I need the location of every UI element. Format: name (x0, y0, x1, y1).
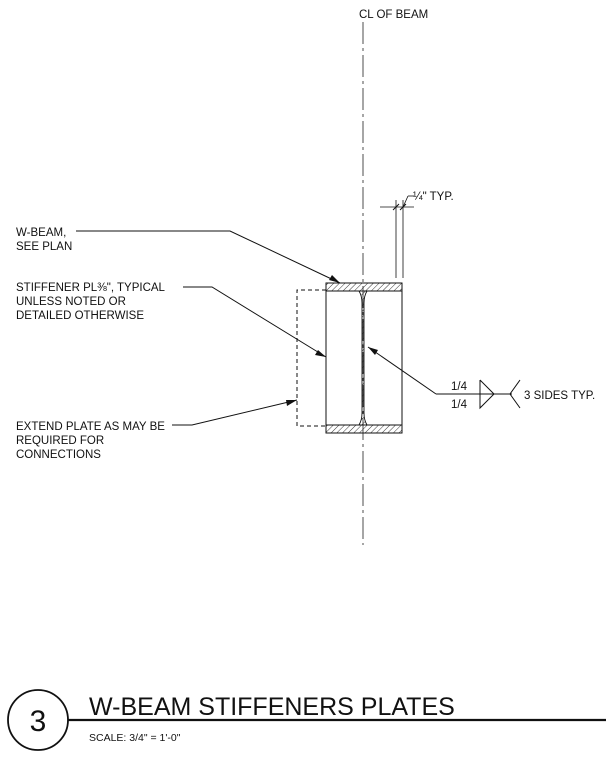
stiffener-leader (183, 286, 327, 358)
top-flange (325, 282, 403, 292)
extend-leader-arrow (286, 400, 297, 406)
w-beam-section (325, 282, 403, 434)
plate-thickness-dimension (380, 195, 414, 278)
web (358, 290, 368, 426)
w-beam-leader-arrow (329, 275, 340, 283)
stiffener-label-line3: DETAILED OTHERWISE (16, 310, 144, 322)
extend-label-line3: CONNECTIONS (16, 449, 101, 461)
extend-leader (172, 399, 298, 426)
stiffener-label-line2: UNLESS NOTED OR (16, 296, 126, 308)
w-beam-label-line1: W-BEAM, (16, 227, 66, 239)
weld-tail (509, 379, 521, 409)
stiffener-leader-arrow (315, 350, 326, 357)
extend-label-line2: REQUIRED FOR (16, 435, 104, 447)
bottom-flange (325, 424, 403, 434)
weld-size-top: 1/4 (451, 381, 468, 393)
weld-symbol (367, 346, 521, 410)
w-beam-label-line2: SEE PLAN (16, 241, 72, 253)
fillet-weld-symbol (479, 379, 495, 410)
weld-note: 3 SIDES TYP. (524, 390, 595, 402)
weld-size-bottom: 1/4 (451, 399, 468, 411)
extend-label-line1: EXTEND PLATE AS MAY BE (16, 421, 165, 433)
detail-scale: SCALE: 3/4" = 1'-0" (89, 732, 181, 744)
extended-plate-outline (296, 289, 326, 427)
cl-of-beam-label: CL OF BEAM (359, 9, 428, 21)
weld-arrow-leader (367, 346, 437, 395)
typ-dimension-label: ¼" TYP. (413, 191, 454, 203)
detail-number: 3 (30, 705, 47, 738)
detail-title: W-BEAM STIFFENERS PLATES (89, 693, 455, 721)
weld-arrow-head (368, 347, 378, 355)
stiffener-label-line1: STIFFENER PL⅜", TYPICAL (16, 282, 166, 294)
w-beam-leader (76, 230, 341, 284)
